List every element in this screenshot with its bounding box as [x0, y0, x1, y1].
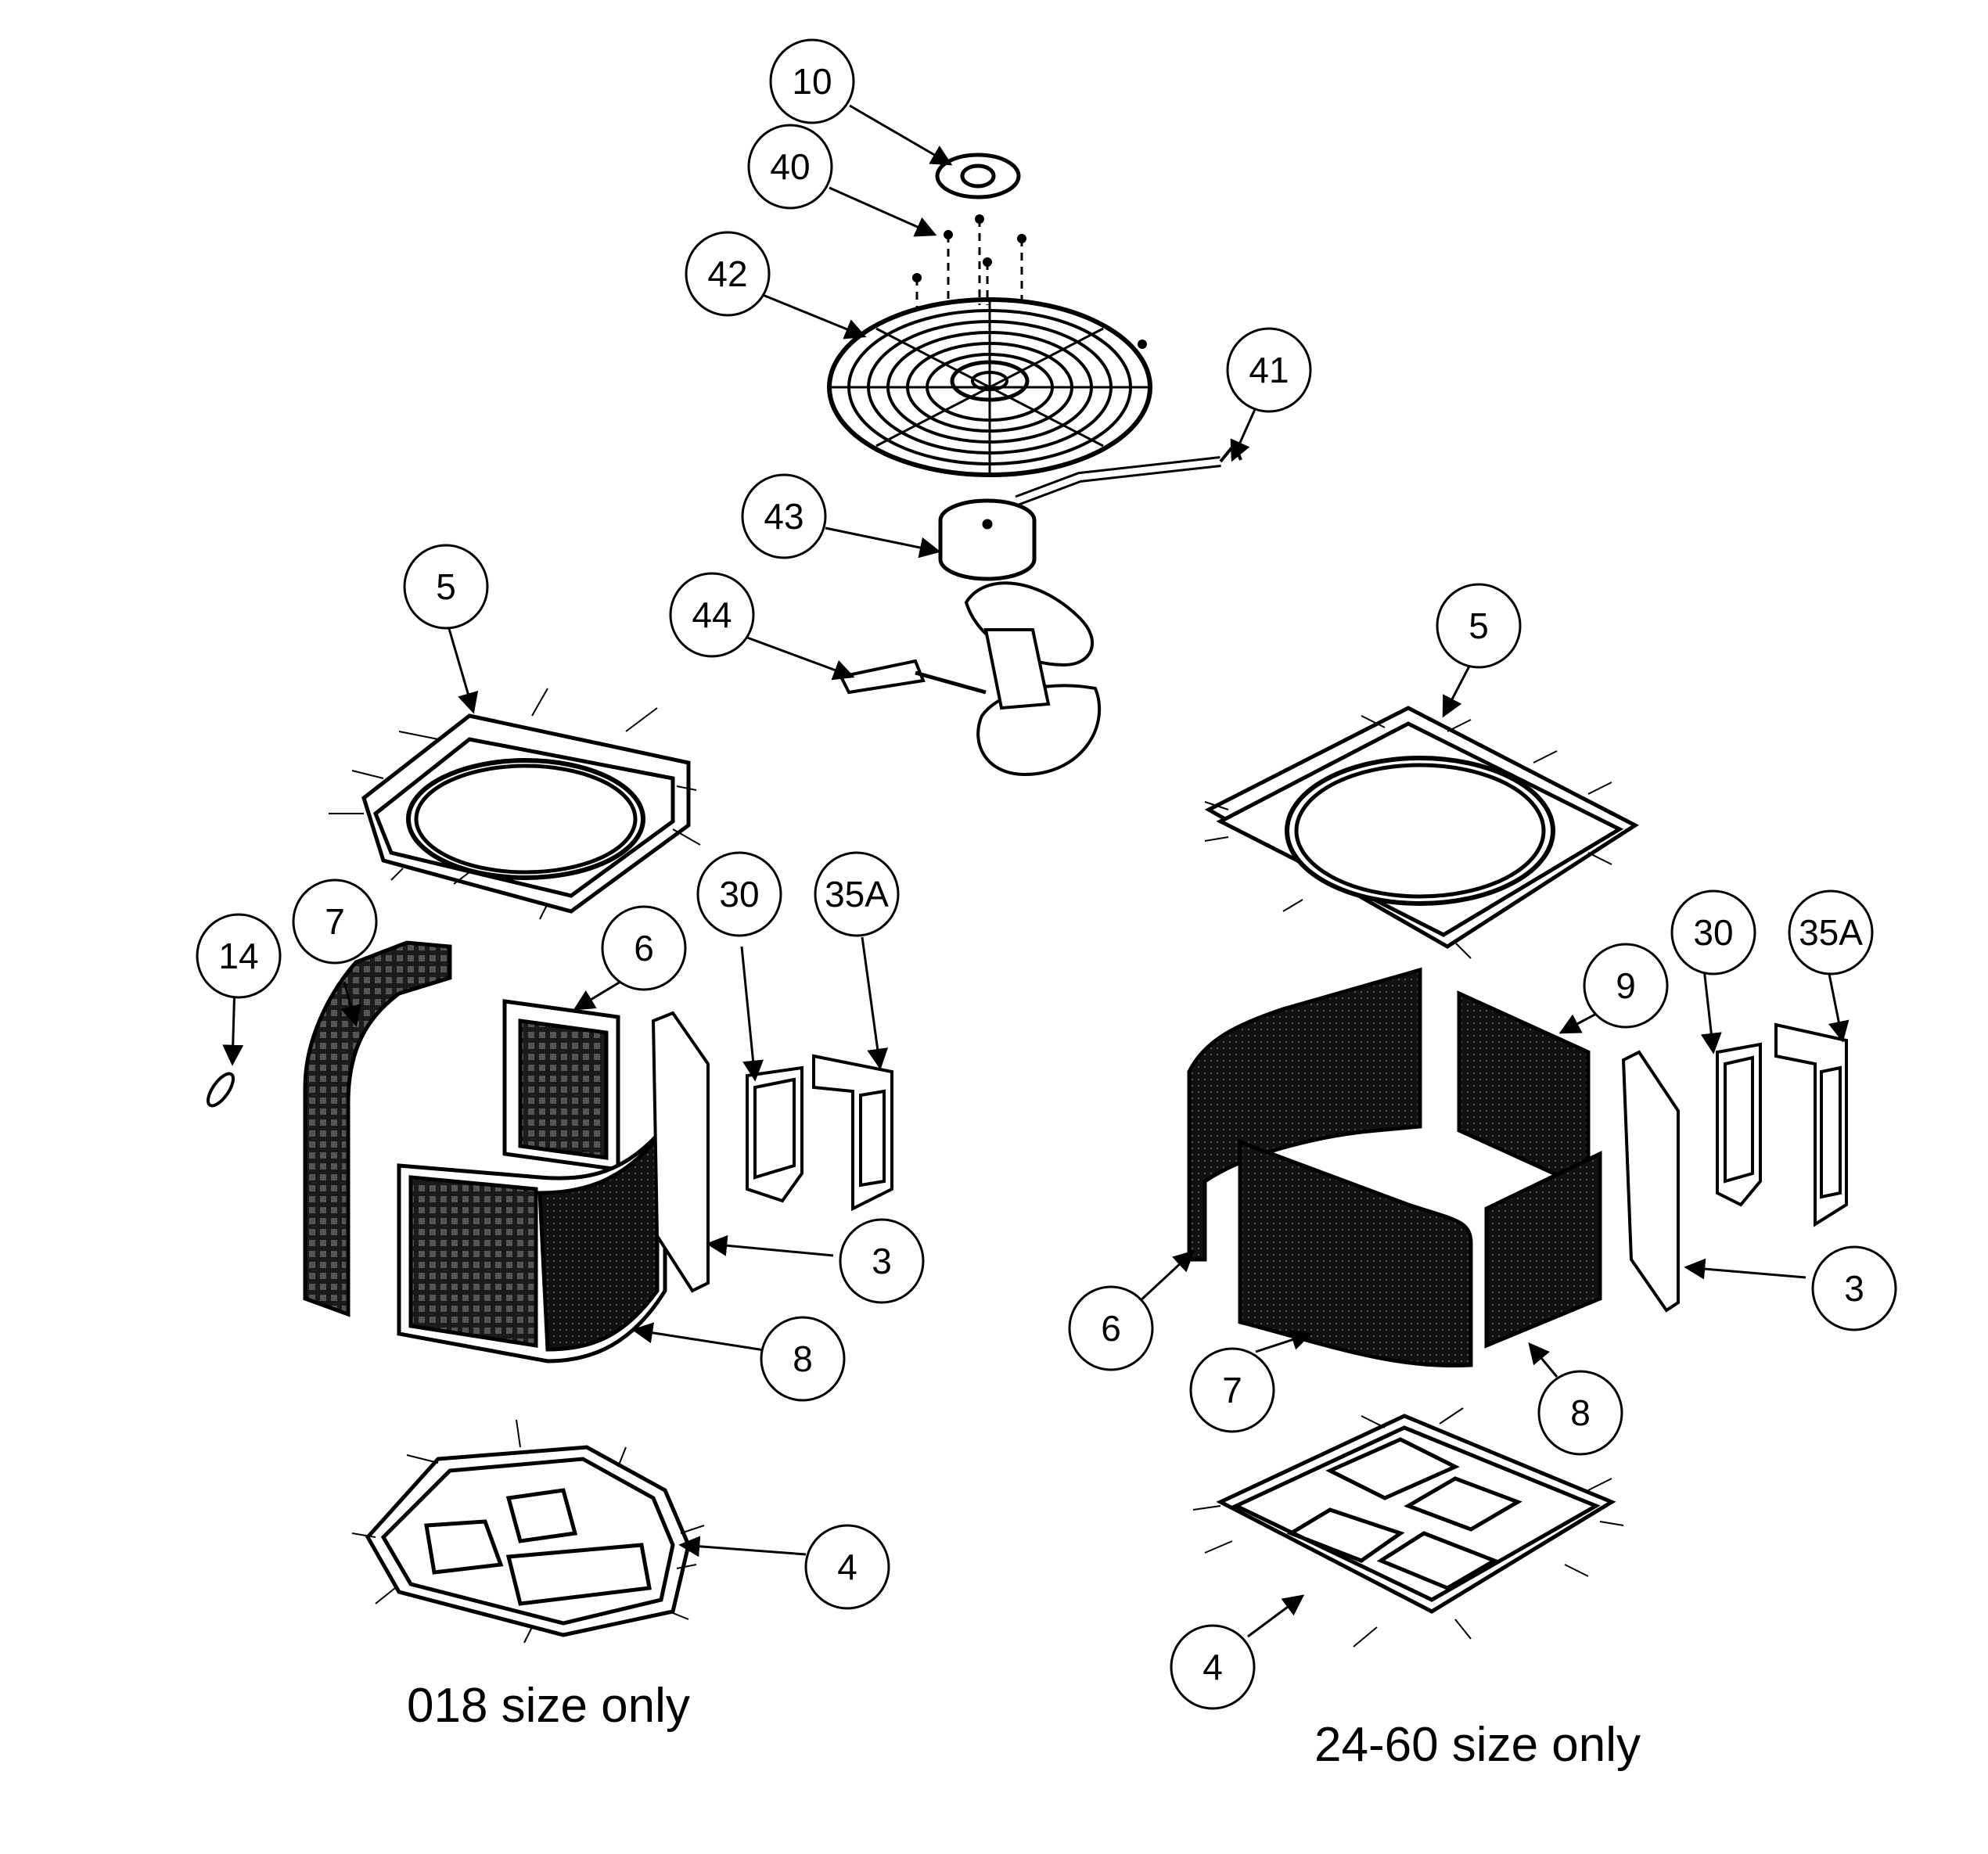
svg-text:40: 40 [770, 146, 810, 187]
left-assembly [206, 688, 893, 1644]
svg-text:10: 10 [792, 61, 832, 102]
left-base-pan-screws [351, 1419, 705, 1644]
callout-right-6: 6 [1068, 1285, 1154, 1371]
callout-left-5: 5 [403, 544, 489, 630]
right-top-panel-part [1204, 706, 1639, 949]
fan-grille-part [827, 297, 1152, 477]
callout-left-3: 3 [839, 1218, 925, 1304]
right-assembly [1187, 706, 1848, 1647]
callout-left-4: 4 [804, 1524, 890, 1610]
svg-text:3: 3 [1844, 1268, 1864, 1309]
left-side-panel-part [651, 1011, 710, 1293]
left-top-panel-screws [329, 688, 701, 920]
left-control-box-part [746, 1065, 803, 1203]
right-control-box-part [1716, 1042, 1762, 1207]
right-coil-panel-6-part [1187, 967, 1422, 1262]
callout-10: 10 [769, 38, 855, 124]
right-access-cover-part [1774, 1022, 1848, 1227]
callout-right-30: 30 [1670, 889, 1756, 976]
callout-left-8: 8 [760, 1316, 846, 1402]
callout-right-3: 3 [1811, 1245, 1897, 1331]
svg-text:5: 5 [436, 566, 456, 607]
svg-text:9: 9 [1616, 965, 1636, 1006]
callout-right-8: 8 [1537, 1370, 1623, 1456]
fan-assembly [827, 153, 1242, 777]
fan-cap-part [935, 153, 1021, 199]
callout-42: 42 [685, 231, 771, 317]
fan-motor-part [938, 498, 1037, 581]
svg-text:7: 7 [1222, 1370, 1242, 1410]
right-side-panel-part [1621, 1050, 1680, 1313]
callout-43: 43 [741, 473, 827, 559]
right-base-pan-screws [1192, 1407, 1624, 1647]
svg-text:35A: 35A [825, 874, 889, 914]
svg-text:4: 4 [837, 1547, 857, 1587]
motor-wire-part [1015, 441, 1242, 506]
left-coil-panel-8-part [397, 1121, 667, 1364]
callout-left-7: 7 [292, 878, 378, 965]
callout-left-35a: 35A [814, 851, 900, 937]
callout-right-7: 7 [1189, 1347, 1275, 1433]
callout-right-9: 9 [1583, 943, 1669, 1029]
svg-text:43: 43 [764, 496, 803, 537]
right-coil-panel-8-part [1484, 1151, 1602, 1349]
svg-text:6: 6 [634, 928, 654, 968]
svg-text:42: 42 [707, 253, 747, 294]
svg-text:3: 3 [872, 1241, 892, 1281]
svg-text:7: 7 [325, 901, 345, 942]
svg-text:41: 41 [1249, 350, 1289, 390]
svg-text:44: 44 [692, 595, 732, 635]
left-clip-part [206, 1072, 235, 1108]
right-coil-panel-7-part [1238, 1139, 1473, 1368]
callout-left-30: 30 [696, 851, 782, 937]
callout-right-35a: 35A [1788, 889, 1874, 976]
fan-blade-part [839, 581, 1101, 777]
right-base-pan-part [1216, 1414, 1616, 1614]
svg-text:30: 30 [719, 874, 759, 914]
svg-text:8: 8 [793, 1338, 813, 1379]
left-access-cover-part [812, 1054, 893, 1212]
svg-text:4: 4 [1203, 1647, 1223, 1687]
caption-right: 24-60 size only [1314, 1718, 1641, 1772]
callout-41: 41 [1226, 327, 1312, 413]
caption-left: 018 size only [407, 1679, 690, 1733]
svg-text:35A: 35A [1799, 912, 1863, 953]
leader-lines [222, 104, 1850, 1638]
callout-left-6: 6 [601, 905, 687, 991]
left-coil-panel-6-part [502, 999, 620, 1172]
svg-text:6: 6 [1101, 1308, 1121, 1349]
callout-40: 40 [747, 124, 833, 210]
svg-text:5: 5 [1469, 605, 1489, 646]
callout-right-5: 5 [1436, 583, 1522, 669]
svg-text:14: 14 [218, 936, 258, 976]
callout-44: 44 [669, 572, 755, 658]
left-coil-panel-7-part [303, 940, 452, 1317]
callout-right-4: 4 [1170, 1624, 1256, 1710]
left-base-pan-part [365, 1445, 691, 1637]
svg-text:8: 8 [1570, 1392, 1591, 1433]
callout-left-14: 14 [196, 913, 282, 999]
right-coil-panel-9-part [1457, 990, 1591, 1192]
svg-text:30: 30 [1693, 912, 1733, 953]
left-top-panel-part [361, 713, 691, 914]
callouts: 10 40 42 41 43 44 5 14 [196, 38, 1897, 1710]
right-top-panel-screws [1204, 715, 1612, 959]
grille-screws-part [915, 219, 1023, 309]
